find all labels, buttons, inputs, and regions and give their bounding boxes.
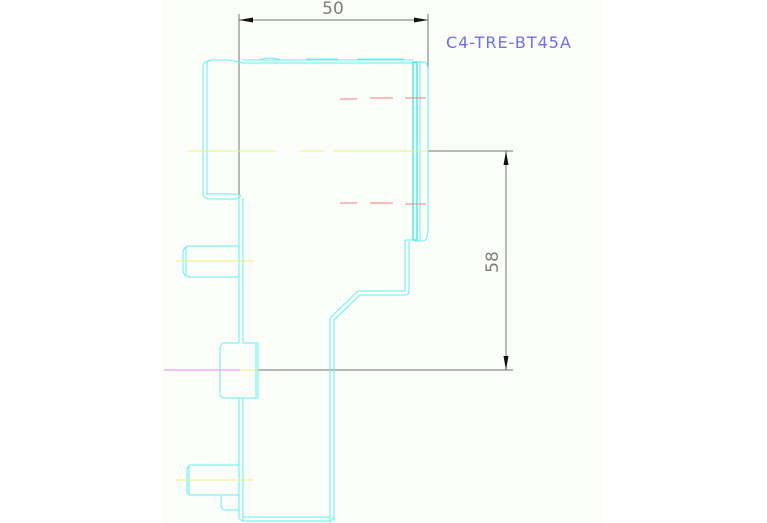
- middle-boss: [219, 342, 259, 399]
- housing-outer-left: [202, 60, 211, 195]
- housing-bottom: [202, 194, 242, 200]
- angled-step-inner: [333, 290, 410, 521]
- angled-step-outer: [329, 290, 405, 523]
- part-label: C4-TRE-BT45A: [446, 33, 572, 52]
- dimension-vertical-58: 58: [258, 150, 513, 371]
- hidden-lines: [340, 97, 426, 205]
- center-lines: [176, 150, 428, 481]
- dimension-value-50: 50: [322, 0, 344, 19]
- top-bump-1: [258, 57, 282, 61]
- arrowhead-right-icon: [414, 17, 428, 23]
- arrowhead-top-icon: [503, 151, 509, 165]
- dimension-value-58: 58: [483, 251, 503, 273]
- arrowhead-bottom-icon: [503, 356, 509, 370]
- dimension-horizontal-50: 50: [238, 0, 429, 195]
- part-outline: [182, 57, 429, 523]
- step-upper: [404, 239, 413, 291]
- housing-top-outline: [206, 59, 414, 195]
- front-plate-outline: [415, 61, 429, 242]
- lower-pin-foot: [220, 495, 239, 511]
- bottom-edge: [238, 514, 335, 522]
- arrowhead-left-icon: [239, 17, 253, 23]
